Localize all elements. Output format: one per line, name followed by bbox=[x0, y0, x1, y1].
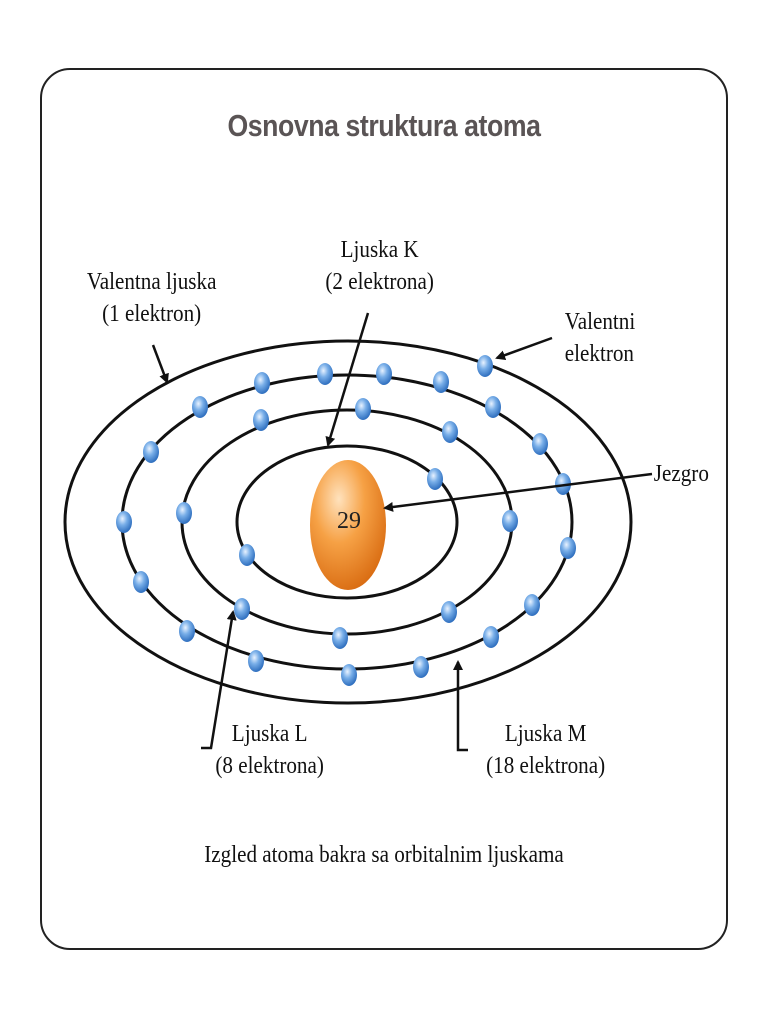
arrow-shell-m bbox=[453, 660, 468, 752]
nucleus-sphere bbox=[310, 460, 386, 590]
electron bbox=[483, 626, 499, 648]
electron bbox=[116, 511, 132, 533]
nucleus-atomic-number: 29 bbox=[337, 508, 361, 534]
arrow-valence-electron bbox=[495, 336, 553, 360]
electron bbox=[555, 473, 571, 495]
electron bbox=[234, 598, 250, 620]
electron bbox=[341, 664, 357, 686]
orbit-valence bbox=[63, 339, 633, 705]
label-valence-shell: Valentna ljuska (1 elektron) bbox=[86, 269, 217, 327]
electron bbox=[254, 372, 270, 394]
electron bbox=[376, 363, 392, 385]
electron bbox=[441, 601, 457, 623]
electron bbox=[433, 371, 449, 393]
electron bbox=[502, 510, 518, 532]
electron bbox=[179, 620, 195, 642]
diagram-title: Osnovna struktura atoma bbox=[227, 108, 541, 143]
valence-electron bbox=[477, 355, 493, 377]
electron bbox=[332, 627, 348, 649]
electron bbox=[560, 537, 576, 559]
electron bbox=[192, 396, 208, 418]
electron bbox=[524, 594, 540, 616]
label-valence-electron: Valentni elektron bbox=[564, 309, 636, 367]
electron bbox=[355, 398, 371, 420]
diagram-caption: Izgled atoma bakra sa orbitalnim ljuskam… bbox=[204, 842, 564, 868]
label-shell-m: Ljuska M (18 elektrona) bbox=[486, 721, 606, 779]
diagram-frame bbox=[40, 68, 728, 950]
electron bbox=[532, 433, 548, 455]
electron bbox=[143, 441, 159, 463]
label-shell-l: Ljuska L (8 elektrona) bbox=[215, 721, 324, 779]
electron bbox=[253, 409, 269, 431]
electron bbox=[176, 502, 192, 524]
orbit-k bbox=[235, 444, 459, 600]
electron bbox=[133, 571, 149, 593]
arrow-shell-k bbox=[325, 312, 370, 447]
label-nucleus: Jezgro bbox=[653, 461, 709, 487]
electron bbox=[317, 363, 333, 385]
arrow-valence-shell bbox=[151, 344, 169, 384]
arrow-nucleus bbox=[383, 472, 653, 512]
electron bbox=[413, 656, 429, 678]
electron bbox=[485, 396, 501, 418]
electron bbox=[427, 468, 443, 490]
electron bbox=[248, 650, 264, 672]
arrow-shell-l bbox=[201, 610, 237, 750]
electron bbox=[239, 544, 255, 566]
electrons bbox=[116, 355, 576, 686]
electron bbox=[442, 421, 458, 443]
label-shell-k: Ljuska K (2 elektrona) bbox=[325, 237, 434, 295]
